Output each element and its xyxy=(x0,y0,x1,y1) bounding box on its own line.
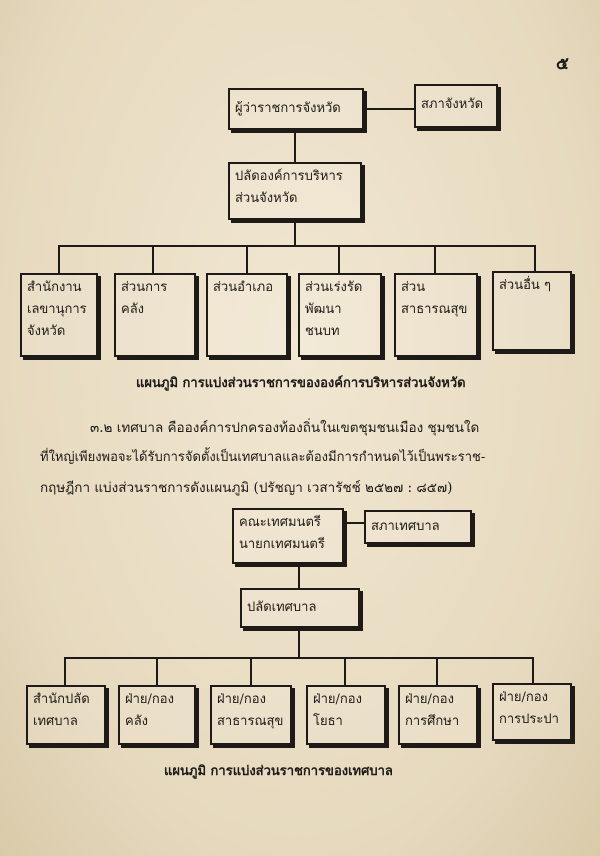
division-line: การประปา xyxy=(499,712,559,727)
division-line: ฝ่าย/กอง xyxy=(499,690,548,705)
division-box-secretariat: สำนักงาน เลขานุการ จังหวัด xyxy=(20,273,98,357)
division-drop-2 xyxy=(152,245,154,273)
paragraph-line-2: ที่ใหญ่เพียงพอจะได้รับการจัดตั้งเป็นเทศบ… xyxy=(40,450,486,465)
municipal-clerk-box: ปลัดเทศบาล xyxy=(240,588,360,628)
division-line: สาธารณสุข xyxy=(401,302,468,317)
municipal-council-box: สภาเทศบาล xyxy=(364,510,472,544)
division-drop-2-4 xyxy=(344,657,346,685)
division-drop-2-6 xyxy=(532,657,534,683)
division-drop-3 xyxy=(246,245,248,273)
division-line: ฝ่าย/กอง xyxy=(405,692,454,707)
division-box-public-health: ส่วน สาธารณสุข xyxy=(394,273,478,357)
municipal-division-box-clerk-office: สำนักปลัด เทศบาล xyxy=(26,685,106,745)
provincial-clerk-line1: ปลัดองค์การบริหาร xyxy=(235,169,343,184)
provincial-council-box: สภาจังหวัด xyxy=(414,84,498,128)
paragraph-line-1: ๓.๒ เทศบาล คือองค์การปกครองท้องถิ่นในเขต… xyxy=(90,420,480,436)
division-box-finance: ส่วนการคลัง xyxy=(114,273,196,357)
division-drop-6 xyxy=(534,245,536,271)
provincial-clerk-box: ปลัดองค์การบริหาร ส่วนจังหวัด xyxy=(228,162,362,220)
division-line: ส่วนอื่น ๆ xyxy=(499,278,551,293)
division-box-district: ส่วนอำเภอ xyxy=(206,273,288,357)
division-drop-1 xyxy=(58,245,60,273)
division-line: โยธา xyxy=(313,714,343,729)
division-drop-2-2 xyxy=(156,657,158,685)
division-line: ส่วนการคลัง xyxy=(121,280,168,317)
division-line: การศึกษา xyxy=(405,714,460,729)
division-line: คลัง xyxy=(125,714,149,729)
division-drop-4 xyxy=(338,245,340,273)
municipal-division-box-waterworks: ฝ่าย/กอง การประปา xyxy=(492,683,572,741)
division-line: ฝ่าย/กอง xyxy=(313,692,362,707)
division-line: ส่วนเร่งรัด xyxy=(305,280,363,295)
division-drop-5 xyxy=(434,245,436,273)
paragraph-line-3: กฤษฎีกา แบ่งส่วนราชการดังแผนภูมิ (ปรัชญา… xyxy=(40,480,453,496)
governor-box: ผู้ว่าราชการจังหวัด xyxy=(228,88,364,130)
provincial-clerk-line2: ส่วนจังหวัด xyxy=(235,191,298,206)
division-drop-2-5 xyxy=(436,657,438,685)
municipal-executive-box: คณะเทศมนตรี นายกเทศมนตรี xyxy=(232,508,344,564)
municipal-division-box-public-health: ฝ่าย/กอง สาธารณสุข xyxy=(210,685,292,745)
division-line: ส่วน xyxy=(401,280,426,295)
municipal-clerk-label: ปลัดเทศบาล xyxy=(247,600,317,615)
executive-clerk-connector xyxy=(298,564,300,588)
division-line: พัฒนาชนบท xyxy=(305,302,342,339)
division-box-others: ส่วนอื่น ๆ xyxy=(492,271,572,351)
division-bus-line xyxy=(58,245,536,247)
governor-council-connector xyxy=(364,108,414,110)
division-line: สำนักปลัด xyxy=(33,692,90,707)
municipal-executive-line1: คณะเทศมนตรี xyxy=(239,515,321,530)
division-line: จังหวัด xyxy=(27,324,66,339)
municipal-division-box-education: ฝ่าย/กอง การศึกษา xyxy=(398,685,478,745)
division-drop-2-1 xyxy=(64,657,66,685)
municipal-division-box-public-works: ฝ่าย/กอง โยธา xyxy=(306,685,386,745)
municipal-council-label: สภาเทศบาล xyxy=(371,519,440,534)
governor-clerk-connector xyxy=(294,130,296,162)
governor-label: ผู้ว่าราชการจังหวัด xyxy=(235,101,341,116)
division-line: สำนักงาน xyxy=(27,280,82,295)
division-drop-2-3 xyxy=(250,657,252,685)
division-line: เทศบาล xyxy=(33,714,78,729)
chart2-caption: แผนภูมิ การแบ่งส่วนราชการของเทศบาล xyxy=(164,764,393,779)
executive-council-connector xyxy=(344,522,364,524)
chart1-caption: แผนภูมิ การแบ่งส่วนราชการขององค์การบริหา… xyxy=(136,376,466,391)
division-line: ส่วนอำเภอ xyxy=(213,280,274,295)
division-line: สาธารณสุข xyxy=(217,714,284,729)
division-bus-line-2 xyxy=(64,657,534,659)
clerk-bus-connector xyxy=(294,220,296,246)
clerk-bus-connector-2 xyxy=(298,628,300,658)
division-line: เลขานุการ xyxy=(27,302,87,317)
provincial-council-label: สภาจังหวัด xyxy=(421,97,484,112)
division-line: ฝ่าย/กอง xyxy=(217,692,266,707)
municipal-executive-line2: นายกเทศมนตรี xyxy=(239,537,325,552)
municipal-division-box-finance: ฝ่าย/กอง คลัง xyxy=(118,685,196,745)
page-number: ๕ xyxy=(556,54,569,74)
division-box-rural-dev: ส่วนเร่งรัด พัฒนาชนบท xyxy=(298,273,382,357)
division-line: ฝ่าย/กอง xyxy=(125,692,174,707)
